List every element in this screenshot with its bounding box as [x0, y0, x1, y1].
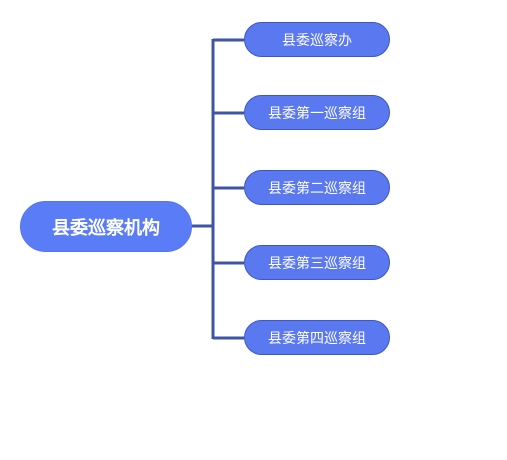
child-node-third-group[interactable]: 县委第三巡察组 [244, 245, 390, 280]
child-node-first-group[interactable]: 县委第一巡察组 [244, 95, 390, 130]
child-node-second-group[interactable]: 县委第二巡察组 [244, 170, 390, 205]
child-node-inspection-office[interactable]: 县委巡察办 [244, 22, 390, 57]
child-node-label: 县委第一巡察组 [268, 105, 366, 122]
child-node-label: 县委第二巡察组 [268, 180, 366, 197]
child-node-label: 县委第三巡察组 [268, 255, 366, 272]
child-node-label: 县委第四巡察组 [268, 330, 366, 347]
child-node-fourth-group[interactable]: 县委第四巡察组 [244, 320, 390, 355]
root-node-label: 县委巡察机构 [52, 217, 160, 239]
child-node-label: 县委巡察办 [282, 32, 352, 49]
root-node[interactable]: 县委巡察机构 [20, 201, 192, 252]
